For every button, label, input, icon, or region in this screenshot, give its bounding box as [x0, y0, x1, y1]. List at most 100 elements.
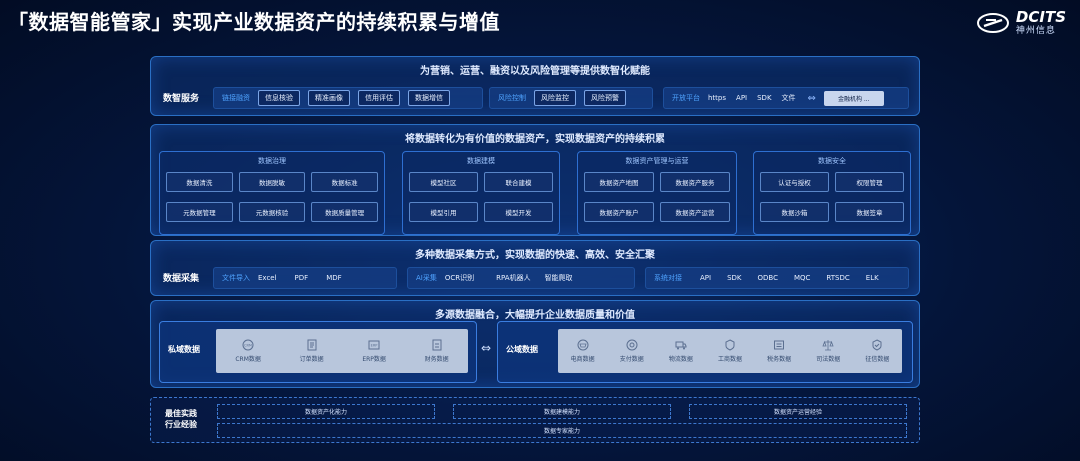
block-item[interactable]: 数据沙箱 — [760, 202, 829, 222]
target-institution-chip[interactable]: 金融机构 ... — [823, 90, 884, 106]
public-source[interactable]: 物流数据 — [669, 339, 693, 363]
collect-item: RTSDC — [826, 274, 850, 282]
block-item[interactable]: 数据资产账户 — [584, 202, 654, 222]
public-source[interactable]: 税务数据 — [767, 339, 791, 363]
block-title: 数据资产管理与运营 — [625, 157, 689, 165]
service-panel: 为营销、运营、融资以及风险管理等提供数智化赋能 数智服务 链接融资 信息核验 精… — [150, 56, 920, 116]
block-item[interactable]: 模型开发 — [484, 202, 553, 222]
collect-panel-title: 多种数据采集方式，实现数据的快速、高效、安全汇聚 — [415, 250, 655, 261]
practice-item: 数据资产化能力 — [217, 404, 435, 419]
open-platform-item: https — [708, 94, 727, 102]
block-item[interactable]: 认证与授权 — [760, 172, 829, 192]
private-source-label: 订单数据 — [299, 356, 324, 363]
business-registry-icon — [725, 339, 735, 351]
public-source[interactable]: 电商数据 — [571, 339, 595, 363]
collect-row-label: 数据采集 — [163, 274, 200, 284]
public-source[interactable]: 司法数据 — [816, 339, 840, 363]
block-item[interactable]: 元数据管理 — [166, 202, 233, 222]
block-item[interactable]: 数据标准 — [311, 172, 378, 192]
service-group-risk: 风险控制 风险监控 风险预警 — [489, 87, 653, 109]
service-chip[interactable]: 信息核验 — [258, 90, 300, 106]
service-group-finance: 链接融资 信息核验 精准画像 信用评估 数据增信 — [213, 87, 483, 109]
collect-group-system: 系统对接 API SDK ODBC MQC RTSDC ELK — [645, 267, 909, 289]
credit-icon — [872, 339, 882, 351]
block-data-security: 数据安全 认证与授权 权限管理 数据沙箱 数据签章 — [753, 151, 911, 235]
collect-item: ELK — [865, 274, 879, 282]
crm-icon: CRM — [242, 339, 254, 351]
open-platform-item: 文件 — [781, 94, 796, 102]
private-source[interactable]: 订单数据 — [300, 339, 324, 363]
public-source-label: 工商数据 — [717, 356, 742, 363]
service-group-label: 链接融资 — [222, 94, 250, 102]
block-item[interactable]: 模型社区 — [409, 172, 478, 192]
brand-logo: DCITS 神州信息 — [976, 10, 1066, 36]
block-title: 数据建模 — [467, 157, 495, 165]
private-source[interactable]: 财务数据 — [425, 339, 449, 363]
private-source[interactable]: ERP ERP数据 — [362, 339, 386, 363]
collect-item: Excel — [258, 274, 277, 282]
public-data-sources: 电商数据 支付数据 物流数据 工商数据 税务数据 司法数据 — [558, 329, 902, 373]
collect-group-label: 文件导入 — [222, 274, 250, 282]
logistics-icon — [675, 341, 687, 350]
judicial-scale-icon — [822, 340, 834, 351]
svg-text:CRM: CRM — [244, 344, 252, 348]
practice-label-line1: 最佳实践 — [165, 409, 197, 418]
service-chip[interactable]: 信用评估 — [358, 90, 400, 106]
public-source[interactable]: 支付数据 — [620, 339, 644, 363]
collect-item: SDK — [727, 274, 742, 282]
collect-panel: 多种数据采集方式，实现数据的快速、高效、安全汇聚 数据采集 文件导入 Excel… — [150, 240, 920, 296]
block-item[interactable]: 数据签章 — [835, 202, 904, 222]
private-source-label: CRM数据 — [235, 356, 261, 363]
order-icon — [307, 339, 317, 351]
open-platform-item: API — [736, 94, 748, 102]
open-platform-label: 开放平台 — [672, 94, 700, 102]
public-source[interactable]: 工商数据 — [718, 339, 742, 363]
collect-item: MDF — [326, 274, 342, 282]
block-item[interactable]: 联合建模 — [484, 172, 553, 192]
practice-item: 数据资产运营经验 — [689, 404, 907, 419]
fusion-panel-title: 多源数据融合，大幅提升企业数据质量和价值 — [435, 310, 635, 321]
public-source-label: 征信数据 — [865, 356, 890, 363]
block-item[interactable]: 数据清洗 — [166, 172, 233, 192]
public-source-label: 电商数据 — [570, 356, 595, 363]
block-item[interactable]: 数据脱敏 — [238, 172, 306, 192]
collect-item: 智能爬取 — [544, 274, 573, 282]
private-source[interactable]: CRM CRM数据 — [235, 339, 261, 363]
block-item[interactable]: 元数据核验 — [238, 202, 306, 222]
public-source-label: 税务数据 — [767, 356, 792, 363]
collect-item: ODBC — [757, 274, 778, 282]
public-source[interactable]: 征信数据 — [865, 339, 889, 363]
ecommerce-icon — [577, 339, 589, 351]
public-source-label: 司法数据 — [816, 356, 841, 363]
block-item[interactable]: 数据资产服务 — [660, 172, 730, 192]
block-item[interactable]: 数据质量管理 — [311, 202, 378, 222]
exchange-arrow-icon: ⇔ — [481, 341, 492, 355]
block-item[interactable]: 数据资产运营 — [660, 202, 730, 222]
private-data-label: 私域数据 — [168, 345, 200, 354]
collect-item: OCR识别 — [444, 274, 475, 282]
service-chip[interactable]: 风险监控 — [534, 90, 576, 106]
block-item[interactable]: 模型引用 — [409, 202, 478, 222]
practice-label: 最佳实践 行业经验 — [165, 408, 197, 430]
service-chip[interactable]: 数据增信 — [408, 90, 450, 106]
open-platform-strip: 开放平台 https API SDK 文件 ⇔ 金融机构 ... — [663, 87, 909, 109]
service-chip[interactable]: 风险预警 — [584, 90, 626, 106]
payment-icon — [626, 339, 638, 351]
collect-item: PDF — [294, 274, 309, 282]
block-item[interactable]: 权限管理 — [835, 172, 904, 192]
asset-panel-title: 将数据转化为有价值的数据资产，实现数据资产的持续积累 — [405, 134, 665, 145]
practice-panel: 最佳实践 行业经验 数据资产化能力 数据建模能力 数据资产运营经验 数据专家能力 — [150, 397, 920, 443]
collect-item: MQC — [793, 274, 811, 282]
asset-panel: 将数据转化为有价值的数据资产，实现数据资产的持续积累 数据治理 数据清洗 数据脱… — [150, 124, 920, 236]
block-item[interactable]: 数据资产地图 — [584, 172, 654, 192]
collect-group-label: AI采集 — [416, 274, 437, 282]
private-source-label: ERP数据 — [362, 356, 386, 363]
collect-item: API — [700, 274, 712, 282]
fusion-panel: 多源数据融合，大幅提升企业数据质量和价值 私域数据 CRM CRM数据 订单数据… — [150, 300, 920, 388]
collect-group-file: 文件导入 Excel PDF MDF — [213, 267, 397, 289]
erp-icon: ERP — [368, 340, 380, 350]
service-chip[interactable]: 精准画像 — [308, 90, 350, 106]
logo-icon — [976, 13, 1009, 33]
private-source-label: 财务数据 — [424, 356, 449, 363]
double-arrow-icon: ⇔ — [807, 92, 816, 104]
